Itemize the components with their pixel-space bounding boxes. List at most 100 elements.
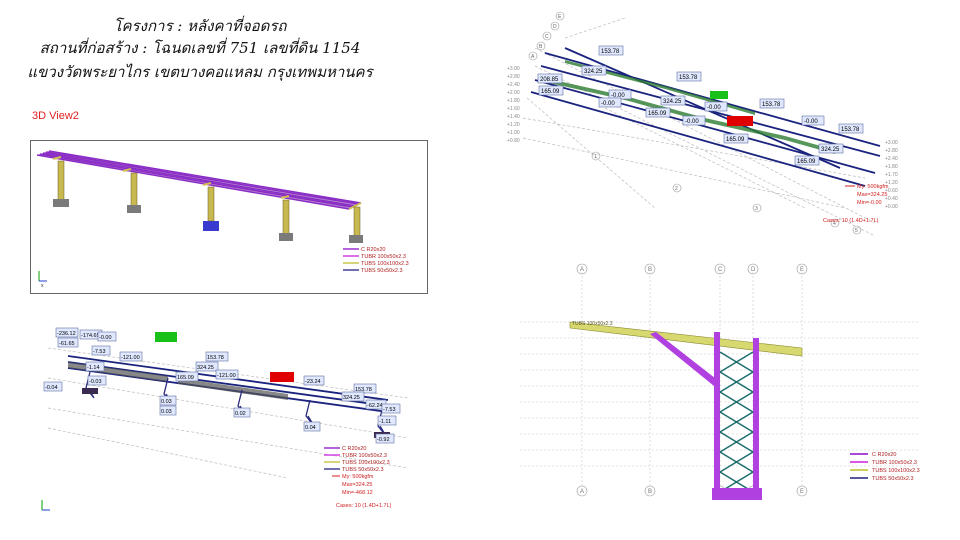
column-truss: [712, 332, 762, 500]
3d-view-panel[interactable]: C R20x20 TUBR 100x50x2.3 TUBS 100x100x2.…: [30, 140, 428, 294]
svg-text:-62.24: -62.24: [367, 403, 383, 409]
svg-text:Max=324.25: Max=324.25: [342, 482, 372, 488]
grid-bubbles: [576, 263, 808, 497]
section-legend: C R20x20 TUBR 100x50x2.3 TUBS 100x100x2.…: [343, 247, 409, 274]
svg-text:My: 500kgfm: My: 500kgfm: [857, 184, 889, 190]
svg-text:x: x: [41, 283, 44, 289]
svg-text:A: A: [580, 489, 584, 495]
svg-text:2: 2: [675, 186, 678, 192]
svg-text:TUBS 100x100x2.3: TUBS 100x100x2.3: [872, 468, 920, 474]
svg-text:C: C: [718, 267, 723, 273]
svg-text:-121.00: -121.00: [217, 373, 236, 379]
roof-rafters: [52, 156, 362, 210]
svg-text:+0.80: +0.80: [507, 138, 520, 144]
project-title: โครงการ : หลังคาที่จอดรถ: [113, 17, 287, 35]
svg-text:-0.00: -0.00: [804, 119, 818, 125]
roof-purlins: [36, 150, 362, 210]
section-view-panel[interactable]: A B C D E A B C D E TUBS 100x50x2.3: [520, 262, 920, 500]
svg-text:E: E: [800, 267, 804, 273]
moment-diagram-top[interactable]: 153.78 324.25 208.85 165.09 -0.00 -0.00 …: [505, 8, 945, 238]
roof-rafter-label: TUBS 100x50x2.3: [572, 321, 613, 327]
svg-text:TUBS 50x50x2.3: TUBS 50x50x2.3: [361, 268, 403, 274]
svg-text:0.04: 0.04: [305, 425, 316, 431]
axis-triad-icon: x: [38, 271, 47, 289]
svg-text:+0.40: +0.40: [885, 196, 898, 202]
svg-text:324.25: 324.25: [343, 395, 360, 401]
svg-text:Cases: 10 (1.4D+1.7L): Cases: 10 (1.4D+1.7L): [823, 218, 879, 224]
svg-text:-7.53: -7.53: [93, 349, 106, 355]
grid-bubbles: [528, 11, 862, 235]
project-district: แขวงวัดพระยาไกร เขตบางคอแหลม กรุงเทพมหาน…: [27, 63, 373, 81]
svg-text:-0.92: -0.92: [377, 437, 390, 443]
red-marker: [727, 116, 753, 126]
moment-canvas-bottom: -236.12 -174.69 -61.65 -0.00 -7.53 -1.14…: [41, 327, 409, 511]
svg-text:C R20x20: C R20x20: [872, 452, 896, 458]
section-legend: C R20x20 TUBR 100x50x2.3 TUBS 100x100x2.…: [324, 446, 390, 473]
moment-canvas-top: 153.78 324.25 208.85 165.09 -0.00 -0.00 …: [507, 11, 898, 237]
svg-text:4: 4: [833, 221, 836, 227]
svg-text:Min=-468.12: Min=-468.12: [342, 490, 373, 496]
svg-text:B: B: [648, 267, 652, 273]
svg-text:-0.00: -0.00: [707, 105, 721, 111]
svg-text:+2.80: +2.80: [507, 74, 520, 80]
svg-text:TUBS 50x50x2.3: TUBS 50x50x2.3: [342, 467, 384, 473]
elevation-tags-right: +3.00 +2.80 +2.40 +1.80 +1.70 +1.20 +0.6…: [885, 140, 898, 210]
svg-text:+1.80: +1.80: [885, 164, 898, 170]
svg-text:153.78: 153.78: [355, 387, 372, 393]
svg-text:0.03: 0.03: [161, 409, 172, 415]
svg-text:153.78: 153.78: [841, 127, 860, 133]
svg-text:165.09: 165.09: [797, 159, 816, 165]
svg-text:-121.00: -121.00: [121, 355, 140, 361]
svg-text:-236.12: -236.12: [57, 331, 76, 337]
svg-text:E: E: [558, 14, 562, 20]
svg-text:+1.20: +1.20: [885, 180, 898, 186]
svg-text:+1.00: +1.00: [507, 130, 520, 136]
svg-text:TUBS 50x50x2.3: TUBS 50x50x2.3: [872, 476, 914, 482]
svg-text:-61.65: -61.65: [59, 341, 75, 347]
svg-text:C R20x20: C R20x20: [342, 446, 366, 452]
svg-text:-0.00: -0.00: [685, 119, 699, 125]
project-location: สถานที่ก่อสร้าง : โฉนดเลขที่ 751 เลขที่ด…: [39, 39, 361, 57]
grid-labels: A B C D E A B C D E: [580, 267, 804, 495]
svg-text:TUBR 100x50x2.3: TUBR 100x50x2.3: [872, 460, 917, 466]
svg-text:C R20x20: C R20x20: [361, 247, 385, 253]
svg-text:TUBS 100x100x2.3: TUBS 100x100x2.3: [342, 460, 390, 466]
section-canvas: A B C D E A B C D E TUBS 100x50x2.3: [520, 263, 920, 500]
svg-text:324.25: 324.25: [821, 147, 840, 153]
column-frames: [85, 371, 387, 437]
svg-text:324.25: 324.25: [197, 365, 214, 371]
grid-lines: [522, 17, 876, 237]
svg-text:153.78: 153.78: [601, 49, 620, 55]
svg-text:+2.80: +2.80: [885, 148, 898, 154]
svg-text:D: D: [553, 24, 557, 30]
svg-text:+2.40: +2.40: [507, 82, 520, 88]
moment-value-labels: 153.78 324.25 208.85 165.09 -0.00 -0.00 …: [537, 45, 864, 166]
svg-text:A: A: [531, 54, 535, 60]
svg-text:1: 1: [594, 154, 597, 160]
svg-text:153.78: 153.78: [762, 102, 781, 108]
section-legend: C R20x20 TUBR 100x50x2.3 TUBS 100x100x2.…: [850, 452, 920, 482]
svg-text:3: 3: [755, 206, 758, 212]
moment-summary: My: 500kgfm Max=324.25 Min=-468.12 Cases…: [332, 474, 392, 509]
svg-text:+3.00: +3.00: [885, 140, 898, 146]
svg-text:+2.00: +2.00: [507, 90, 520, 96]
moment-summary: My: 500kgfm Max=324.25 Min=-0.00 Cases: …: [823, 184, 889, 224]
svg-text:0.02: 0.02: [235, 411, 246, 417]
svg-text:TUBS 100x100x2.3: TUBS 100x100x2.3: [361, 261, 409, 267]
roof-beams: [67, 355, 389, 413]
svg-text:+1.60: +1.60: [507, 106, 520, 112]
svg-text:165.09: 165.09: [541, 89, 560, 95]
moment-diagram-bottom[interactable]: -236.12 -174.69 -61.65 -0.00 -7.53 -1.14…: [28, 318, 448, 518]
svg-text:Min=-0.00: Min=-0.00: [857, 200, 882, 206]
svg-text:+0.60: +0.60: [885, 188, 898, 194]
columns: [53, 160, 363, 243]
svg-text:-1.11: -1.11: [379, 419, 391, 425]
svg-text:165.09: 165.09: [177, 375, 194, 381]
svg-text:324.25: 324.25: [584, 69, 603, 75]
svg-text:+1.70: +1.70: [885, 172, 898, 178]
elevation-tags-left: +3.00 +2.80 +2.40 +2.00 +1.80 +1.60 +1.4…: [507, 66, 520, 144]
svg-text:-0.03: -0.03: [89, 379, 102, 385]
svg-text:A: A: [580, 267, 584, 273]
roof-rafter: [569, 321, 803, 357]
axis-triad-icon: [41, 500, 50, 511]
